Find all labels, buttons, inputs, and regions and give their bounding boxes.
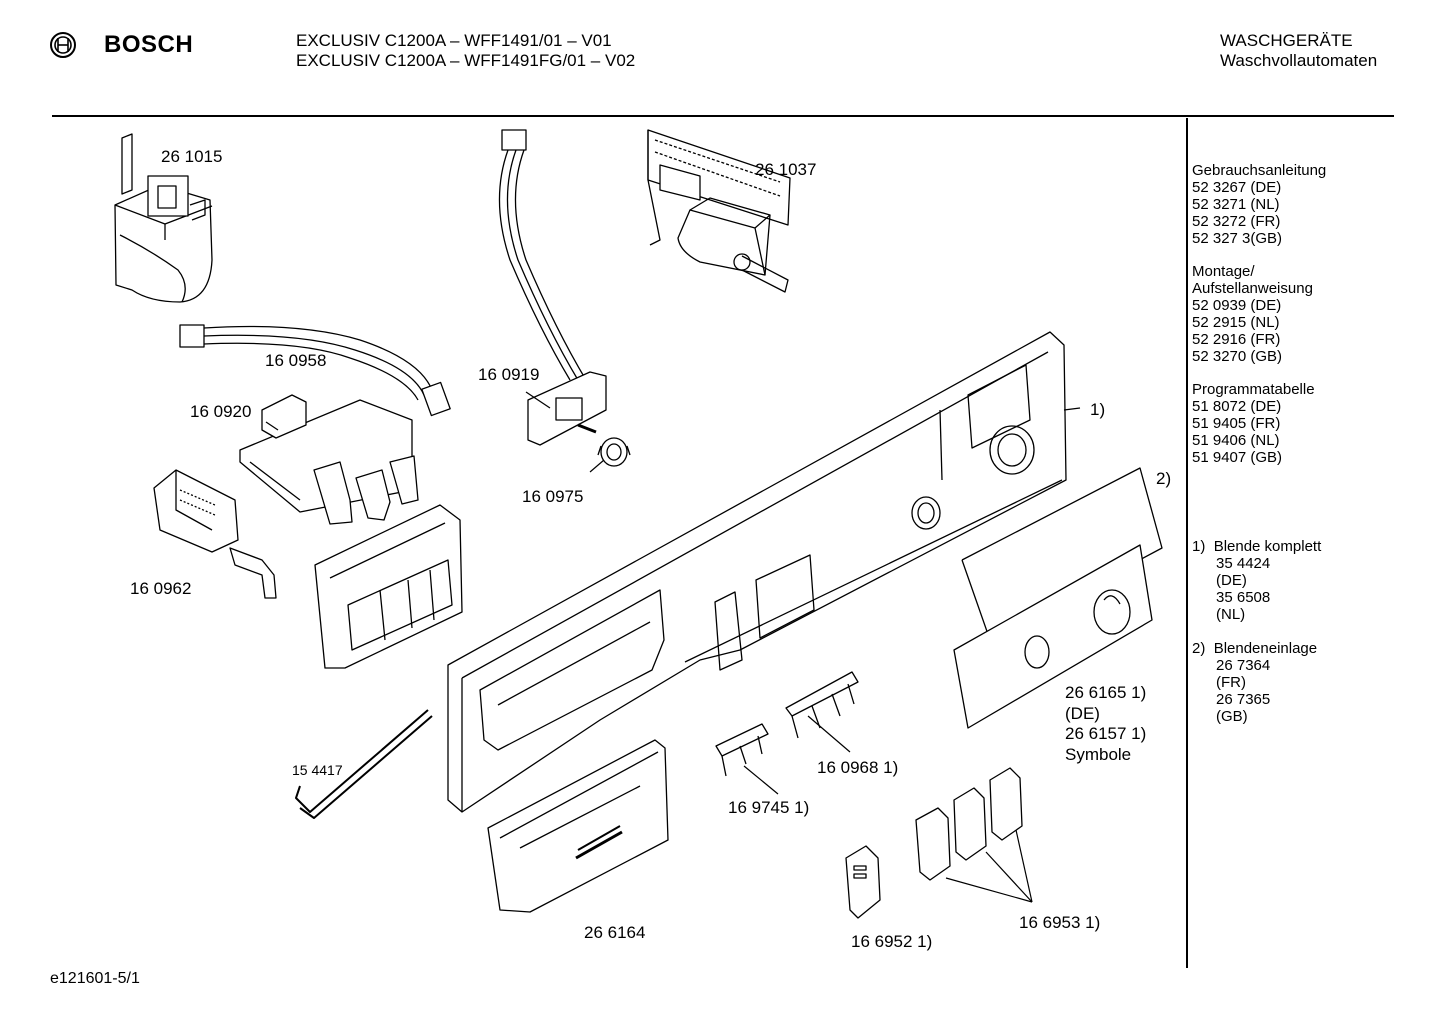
exploded-parts-diagram: [114, 129, 1163, 919]
part-160920-drawing: [239, 394, 419, 525]
note-1-mark: 1): [1192, 538, 1206, 555]
bosch-armature-icon: [50, 32, 76, 58]
note-2: 2) Blendeneinlage 26 7364 (FR) 26 7365 (…: [1192, 640, 1317, 725]
note-1: 1) Blende komplett 35 4424 (DE) 35 6508 …: [1192, 538, 1321, 623]
model-line-1: EXCLUSIV C1200A – WFF1491/01 – V01: [296, 31, 612, 50]
note-2-line: 26 7364: [1216, 657, 1271, 674]
programm-item: 51 8072 (DE): [1192, 398, 1282, 415]
part-154417-drawing: [295, 709, 433, 819]
note-2-line: (GB): [1216, 708, 1248, 725]
gebrauch-item: 52 3271 (NL): [1192, 196, 1280, 213]
programm-title: Programmatabelle: [1192, 381, 1315, 398]
note-1-line: (NL): [1216, 606, 1246, 623]
part-169745-drawing: [715, 723, 769, 777]
part-label-160975: 16 0975: [522, 487, 584, 506]
gebrauch-item: 52 3267 (DE): [1192, 179, 1282, 196]
category: WASCHGERÄTE: [1220, 31, 1353, 50]
brand-name: BOSCH: [104, 31, 194, 58]
header-divider: [52, 115, 1394, 117]
insert-panel-drawing: [953, 544, 1153, 729]
part-160962-drawing: [153, 469, 277, 599]
programm-item: 51 9406 (NL): [1192, 432, 1280, 449]
part-166953-drawing: [915, 767, 1023, 881]
gebrauch-title: Gebrauchsanleitung: [1192, 162, 1327, 179]
part-label-166953: 16 6953 1): [1019, 913, 1101, 932]
part-266164-drawing: [487, 739, 669, 913]
part-160919-drawing: [498, 129, 607, 446]
programm-item: 51 9407 (GB): [1192, 449, 1283, 466]
montage-item: 52 0939 (DE): [1192, 297, 1282, 314]
sidebar-divider: [1186, 118, 1188, 968]
montage-item: 52 2915 (NL): [1192, 314, 1280, 331]
bracket-drawing: [314, 504, 463, 669]
note-2-line: 26 7365: [1216, 691, 1271, 708]
note-2-title: Blendeneinlage: [1213, 640, 1318, 657]
part-label-266164: 26 6164: [584, 923, 646, 942]
drawing-id: e121601-5/1: [50, 970, 140, 987]
part-label-160968: 16 0968 1): [817, 758, 899, 777]
note-1-line: (DE): [1216, 572, 1247, 589]
part-label-266157: 26 6157 1): [1065, 724, 1147, 743]
sidebar: Gebrauchsanleitung 52 3267 (DE) 52 3271 …: [1192, 162, 1326, 466]
gebrauch-item: 52 3272 (FR): [1192, 213, 1281, 230]
bosch-logo: [48, 30, 78, 65]
montage-item: 52 3270 (GB): [1192, 348, 1283, 365]
part-label-169745: 16 9745 1): [728, 798, 810, 817]
note-1-title: Blende komplett: [1213, 538, 1322, 555]
part-166952-drawing: [845, 845, 881, 919]
note-2-mark: 2): [1192, 640, 1206, 657]
montage-title: Montage/: [1192, 263, 1255, 280]
part-label-261015: 26 1015: [161, 147, 223, 166]
part-261015-drawing: [114, 133, 213, 303]
note-2-line: (FR): [1216, 674, 1246, 691]
part-label-266157-note: Symbole: [1065, 745, 1132, 764]
part-160975-drawing: [597, 437, 631, 467]
note-1-line: 35 4424: [1216, 555, 1271, 572]
part-label-154417: 15 4417: [292, 762, 343, 778]
subcategory: Waschvollautomaten: [1220, 51, 1378, 70]
part-label-261037: 26 1037: [755, 160, 817, 179]
part-160968-drawing: [785, 671, 859, 739]
part-label-266165: 26 6165 1): [1065, 683, 1147, 702]
leader-lines: [265, 391, 1033, 903]
gebrauch-item: 52 327 3(GB): [1192, 230, 1283, 247]
part-label-160920: 16 0920: [190, 402, 252, 421]
part-label-160919: 16 0919: [478, 365, 540, 384]
montage-item: 52 2916 (FR): [1192, 331, 1281, 348]
part-label-166952: 16 6952 1): [851, 932, 933, 951]
part-label-ref-2: 2): [1156, 469, 1172, 488]
model-line-2: EXCLUSIV C1200A – WFF1491FG/01 – V02: [296, 51, 636, 70]
part-160958-drawing: [179, 324, 451, 417]
programm-item: 51 9405 (FR): [1192, 415, 1281, 432]
control-panel-drawing: [447, 331, 1081, 813]
note-1-line: 35 6508: [1216, 589, 1271, 606]
part-label-160958: 16 0958: [265, 351, 327, 370]
montage-title: Aufstellanweisung: [1192, 280, 1313, 297]
part-label-160962: 16 0962: [130, 579, 192, 598]
part-label-ref-1: 1): [1090, 400, 1106, 419]
part-261037-drawing: [647, 129, 791, 293]
part-label-266165-note: (DE): [1065, 704, 1100, 723]
